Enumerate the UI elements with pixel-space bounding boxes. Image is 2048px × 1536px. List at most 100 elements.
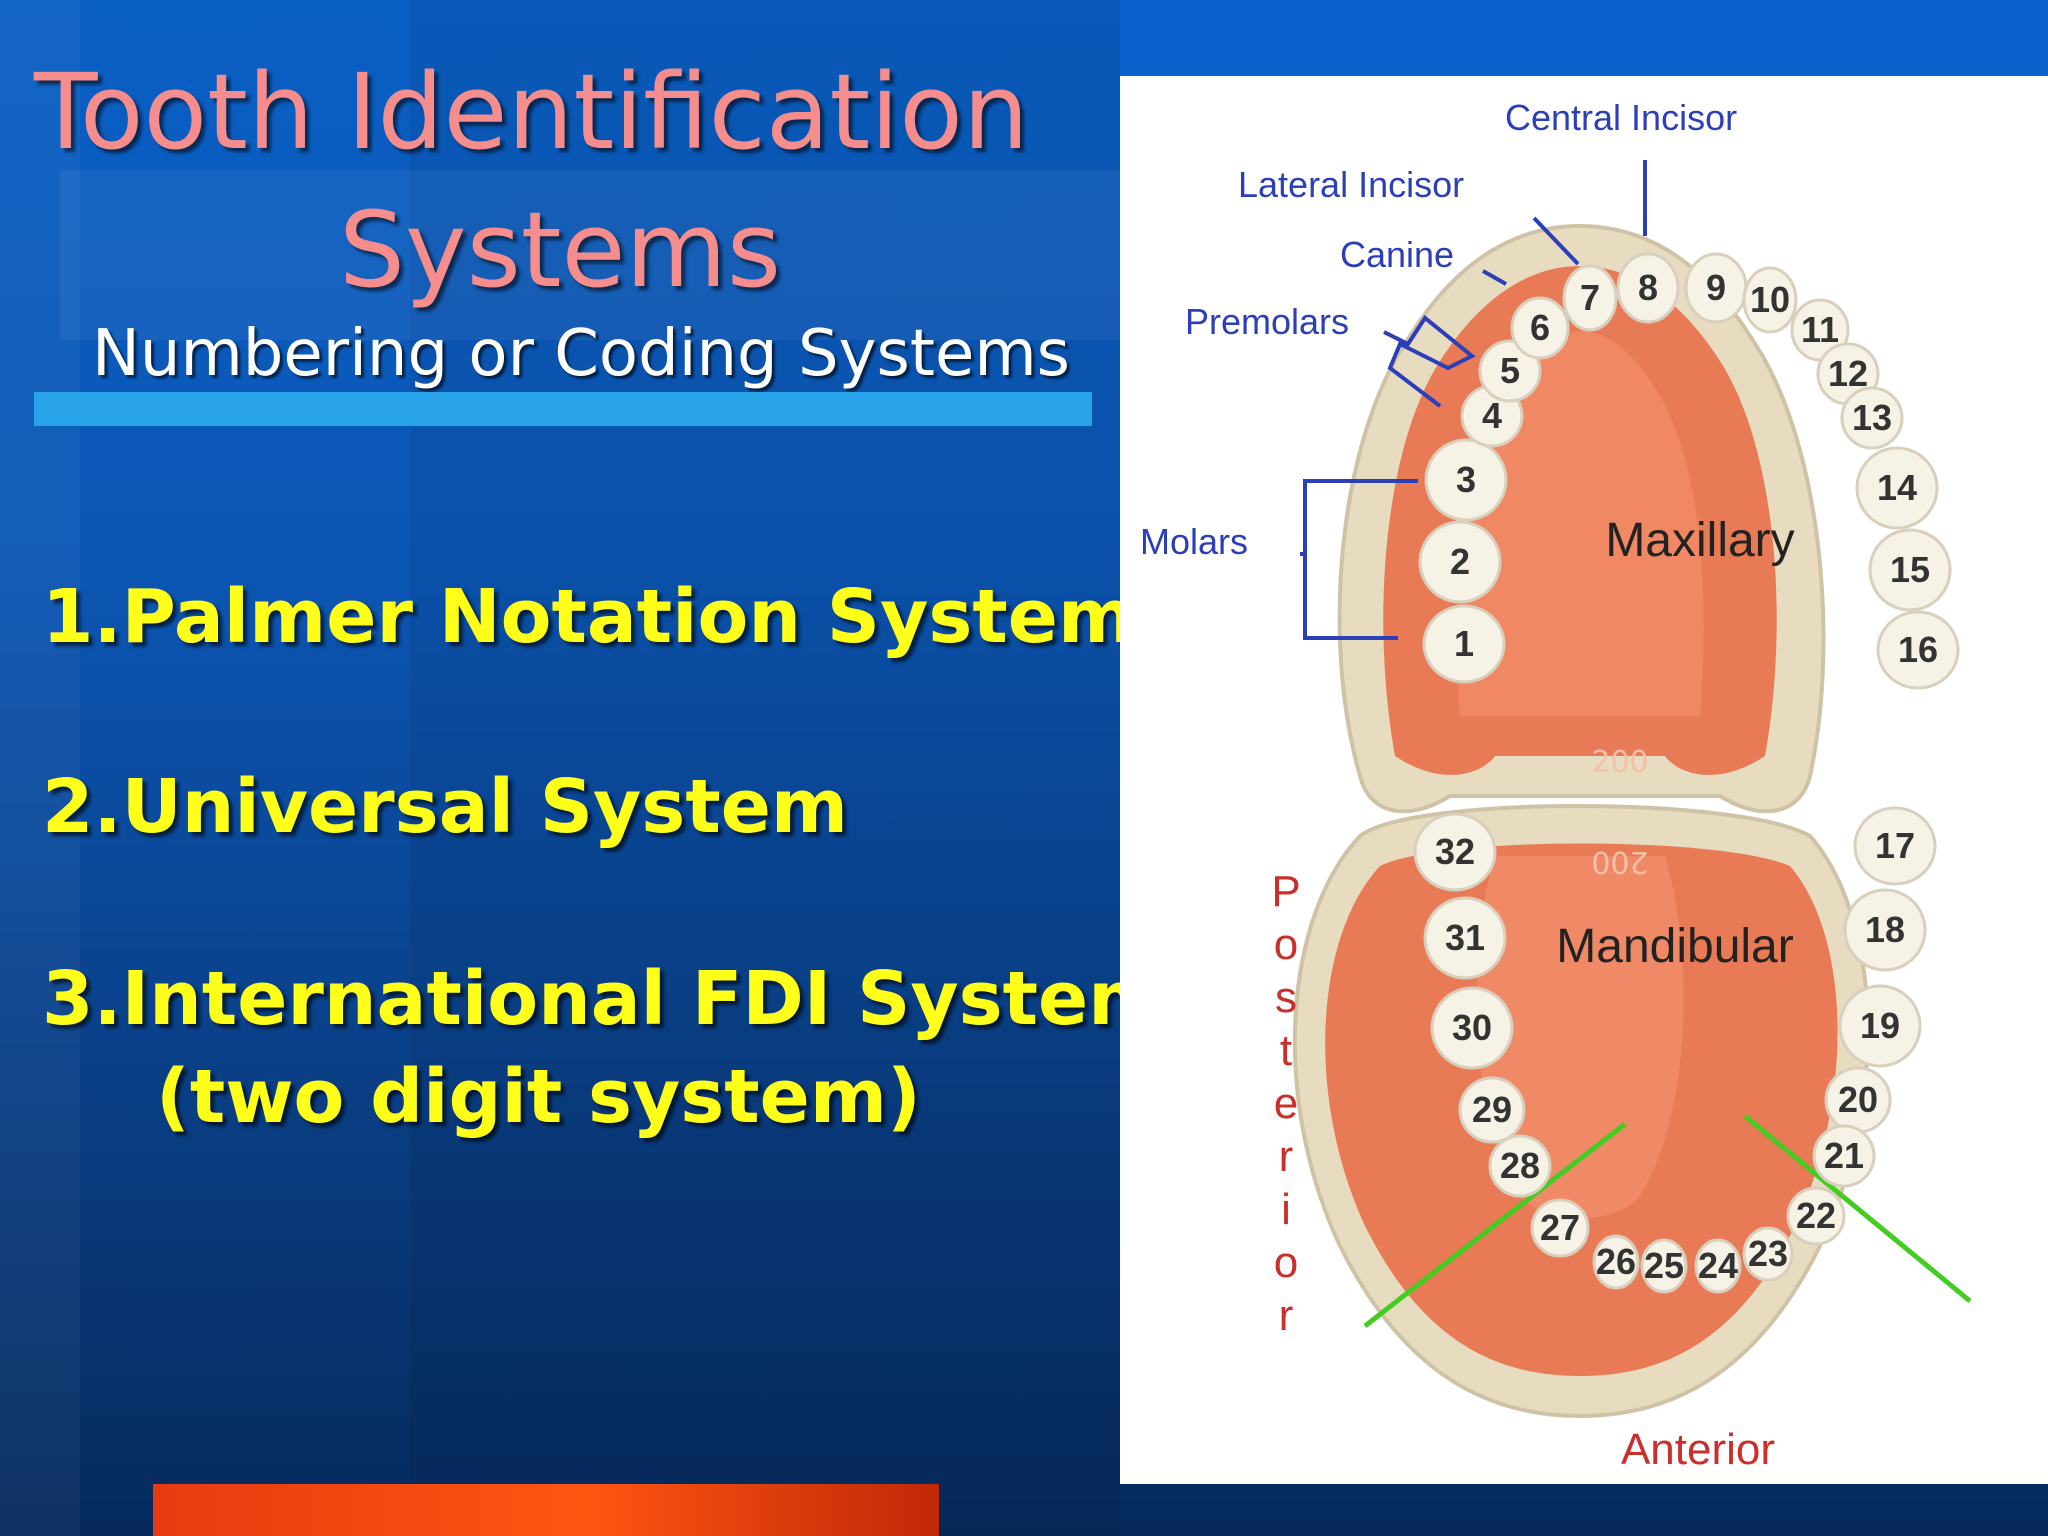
tooth-crown [1562, 264, 1618, 332]
central-incisor-label: Central Incisor [1505, 97, 1737, 138]
upper-tooth-10: 10 [1742, 266, 1798, 334]
background-band-top [1120, 0, 2048, 76]
tooth-crown [1853, 806, 1937, 886]
maxillary-label: Maxillary [1605, 514, 1794, 567]
upper-tooth-16: 16 [1876, 610, 1960, 690]
tooth-number: 30 [1452, 1007, 1492, 1048]
tooth-crown [1423, 896, 1507, 980]
posterior-letter: P [1271, 867, 1300, 916]
tooth-crown [1424, 438, 1508, 522]
green-line-right [1743, 1114, 1972, 1303]
tooth-number: 23 [1748, 1233, 1788, 1274]
tooth-crown [1616, 252, 1680, 324]
slide-subtitle: Numbering or Coding Systems [92, 317, 1070, 391]
tooth-crown [1488, 1134, 1552, 1198]
model-marks: 200 200 [1591, 745, 1648, 879]
tooth-crown [1430, 986, 1514, 1070]
premolars-label: Premolars [1185, 301, 1349, 342]
tooth-number: 25 [1644, 1245, 1684, 1286]
tooth-crown [1838, 984, 1922, 1068]
lateral-incisor-pointer [1532, 216, 1580, 266]
lower-tooth-27: 27 [1530, 1198, 1590, 1258]
lateral-incisor-label: Lateral Incisor [1238, 164, 1464, 205]
upper-tooth-7: 7 [1562, 264, 1618, 332]
tooth-crown [1742, 1226, 1794, 1282]
upper-tooth-1: 1 [1422, 604, 1506, 684]
lower-tooth-32: 32 [1413, 812, 1497, 892]
upper-tooth-9: 9 [1684, 252, 1748, 324]
tooth-number: 15 [1890, 549, 1930, 590]
tooth-number: 4 [1482, 395, 1502, 436]
tooth-number: 28 [1500, 1145, 1540, 1186]
tooth-number: 14 [1877, 467, 1917, 508]
posterior-letter: t [1280, 1026, 1292, 1075]
lower-tooth-17: 17 [1853, 806, 1937, 886]
tooth-number: 3 [1456, 459, 1476, 500]
tooth-crown [1592, 1234, 1640, 1290]
tooth-number: 12 [1828, 353, 1868, 394]
mandibular-tongue [1476, 856, 1684, 1219]
posterior-letter: i [1281, 1185, 1291, 1234]
tooth-crown [1510, 296, 1570, 360]
upper-tooth-5: 5 [1478, 339, 1542, 403]
molars-bracket-lower [1303, 554, 1398, 640]
background-band-middle [410, 0, 1120, 1536]
system-item-palmer: 1.Palmer Notation System [42, 574, 1136, 660]
tooth-number: 24 [1698, 1245, 1738, 1286]
tooth-number: 26 [1596, 1241, 1636, 1282]
tooth-number: 17 [1875, 825, 1915, 866]
tooth-crown [1855, 446, 1939, 530]
tooth-crown [1422, 604, 1506, 684]
subtitle-underline-bar [34, 392, 1092, 426]
lower-tooth-24: 24 [1694, 1238, 1742, 1294]
posterior-letter: o [1274, 920, 1298, 969]
tooth-crown [1742, 266, 1798, 334]
tooth-crown [1694, 1238, 1742, 1294]
tooth-number: 20 [1838, 1079, 1878, 1120]
lower-tooth-18: 18 [1843, 888, 1927, 972]
lower-tooth-31: 31 [1423, 896, 1507, 980]
lower-tooth-26: 26 [1592, 1234, 1640, 1290]
molars-label: Molars [1140, 521, 1248, 562]
tooth-number: 7 [1580, 277, 1600, 318]
tooth-number: 19 [1860, 1005, 1900, 1046]
lower-tooth-29: 29 [1458, 1076, 1526, 1144]
upper-tooth-3: 3 [1424, 438, 1508, 522]
maxillary-model-mark: 200 [1591, 745, 1648, 780]
posterior-letter: e [1274, 1079, 1298, 1128]
footer-accent-bar [153, 1484, 939, 1536]
lower-tooth-23: 23 [1742, 1226, 1794, 1282]
upper-tooth-14: 14 [1855, 446, 1939, 530]
tooth-crown [1876, 610, 1960, 690]
upper-tooth-15: 15 [1868, 528, 1952, 612]
tooth-number: 27 [1540, 1207, 1580, 1248]
tooth-number: 6 [1530, 307, 1550, 348]
tooth-number: 22 [1796, 1195, 1836, 1236]
tooth-number: 13 [1852, 397, 1892, 438]
lower-tooth-21: 21 [1812, 1124, 1876, 1188]
tooth-number: 21 [1824, 1135, 1864, 1176]
upper-tooth-2: 2 [1418, 520, 1502, 604]
upper-tooth-13: 13 [1840, 386, 1904, 450]
system-item-fdi: 3.International FDI System [42, 956, 1166, 1042]
tooth-crown [1786, 1186, 1846, 1246]
tooth-number: 18 [1865, 909, 1905, 950]
tooth-number: 31 [1445, 917, 1485, 958]
tooth-number: 16 [1898, 629, 1938, 670]
tooth-crown [1868, 528, 1952, 612]
tooth-number: 1 [1454, 623, 1474, 664]
canine-label: Canine [1340, 234, 1454, 275]
posterior-letter: s [1275, 973, 1297, 1022]
upper-tooth-6: 6 [1510, 296, 1570, 360]
tooth-crown [1812, 1124, 1876, 1188]
tooth-crown [1640, 1238, 1688, 1294]
tooth-crown [1478, 339, 1542, 403]
tooth-number: 5 [1500, 350, 1520, 391]
tooth-crown [1458, 1076, 1526, 1144]
slide-title-line-1: Tooth Identification [34, 51, 1029, 173]
system-item-universal: 2.Universal System [42, 764, 849, 850]
tooth-number: 9 [1706, 267, 1726, 308]
